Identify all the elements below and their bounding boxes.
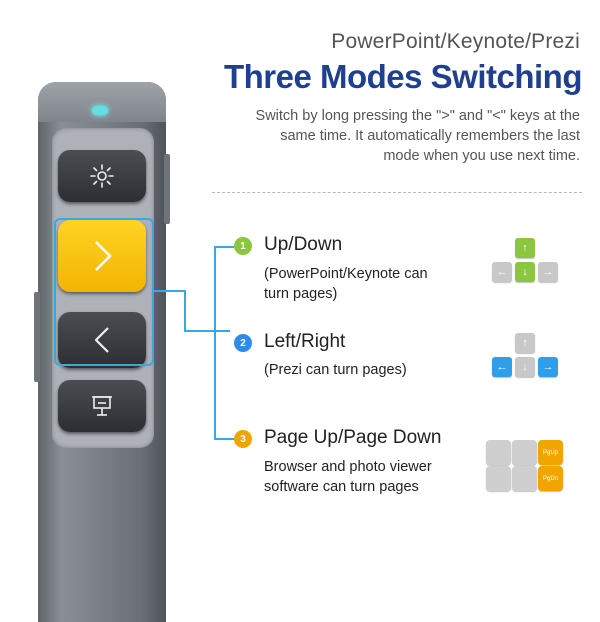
chevron-right-icon [95,241,112,271]
arrow-up-key: ↑ [515,238,535,258]
next-button[interactable] [58,220,146,292]
dashed-divider [212,192,582,193]
device-top-cap [38,82,166,122]
blank-key [512,466,537,491]
page-down-key: PgDn [538,466,563,491]
arrow-up-key: ↑ [515,333,535,353]
mode-number-badge: 1 [234,237,252,255]
subtitle: PowerPoint/Keynote/Prezi [331,30,580,53]
connector-bracket [214,246,216,438]
device-side-button [34,292,40,382]
arrow-left-key: ← [492,262,512,282]
blank-key [486,440,511,465]
mode-title: Page Up/Page Down [264,427,442,448]
mode-description: (PowerPoint/Keynote can turn pages) [264,266,428,302]
page-title: Three Modes Switching [223,58,583,95]
mode-switch-highlight [54,218,154,366]
laser-icon [90,164,114,188]
arrow-down-key: ↓ [515,357,535,377]
arrow-down-key: ↓ [515,262,535,282]
button-panel [52,128,154,448]
page-up-key: PgUp [538,440,563,465]
presenter-remote [34,82,170,622]
connector-horizontal [154,290,184,292]
arrow-right-key: → [538,357,558,377]
connector-to-mode3 [214,438,234,440]
description: Switch by long pressing the ">" and "<" … [255,108,580,164]
blank-key [512,440,537,465]
connector-vertical-main [184,290,186,330]
connector-to-mode2 [184,330,230,332]
connector-to-mode1 [214,246,234,248]
mode-description: (Prezi can turn pages) [264,362,407,378]
arrow-right-key: → [538,262,558,282]
presentation-icon [92,396,112,416]
device-side-rail [164,154,170,224]
presentation-button[interactable] [58,380,146,432]
mode-number-badge: 3 [234,430,252,448]
mode-description: Browser and photo viewer software can tu… [264,459,432,495]
arrow-left-key: ← [492,357,512,377]
mode-title: Up/Down [264,234,343,255]
chevron-left-icon [94,327,109,353]
mode-number-badge: 2 [234,334,252,352]
status-led [92,106,108,115]
mode-title: Left/Right [264,331,346,352]
laser-button[interactable] [58,150,146,202]
previous-button[interactable] [58,312,146,368]
blank-key [486,466,511,491]
